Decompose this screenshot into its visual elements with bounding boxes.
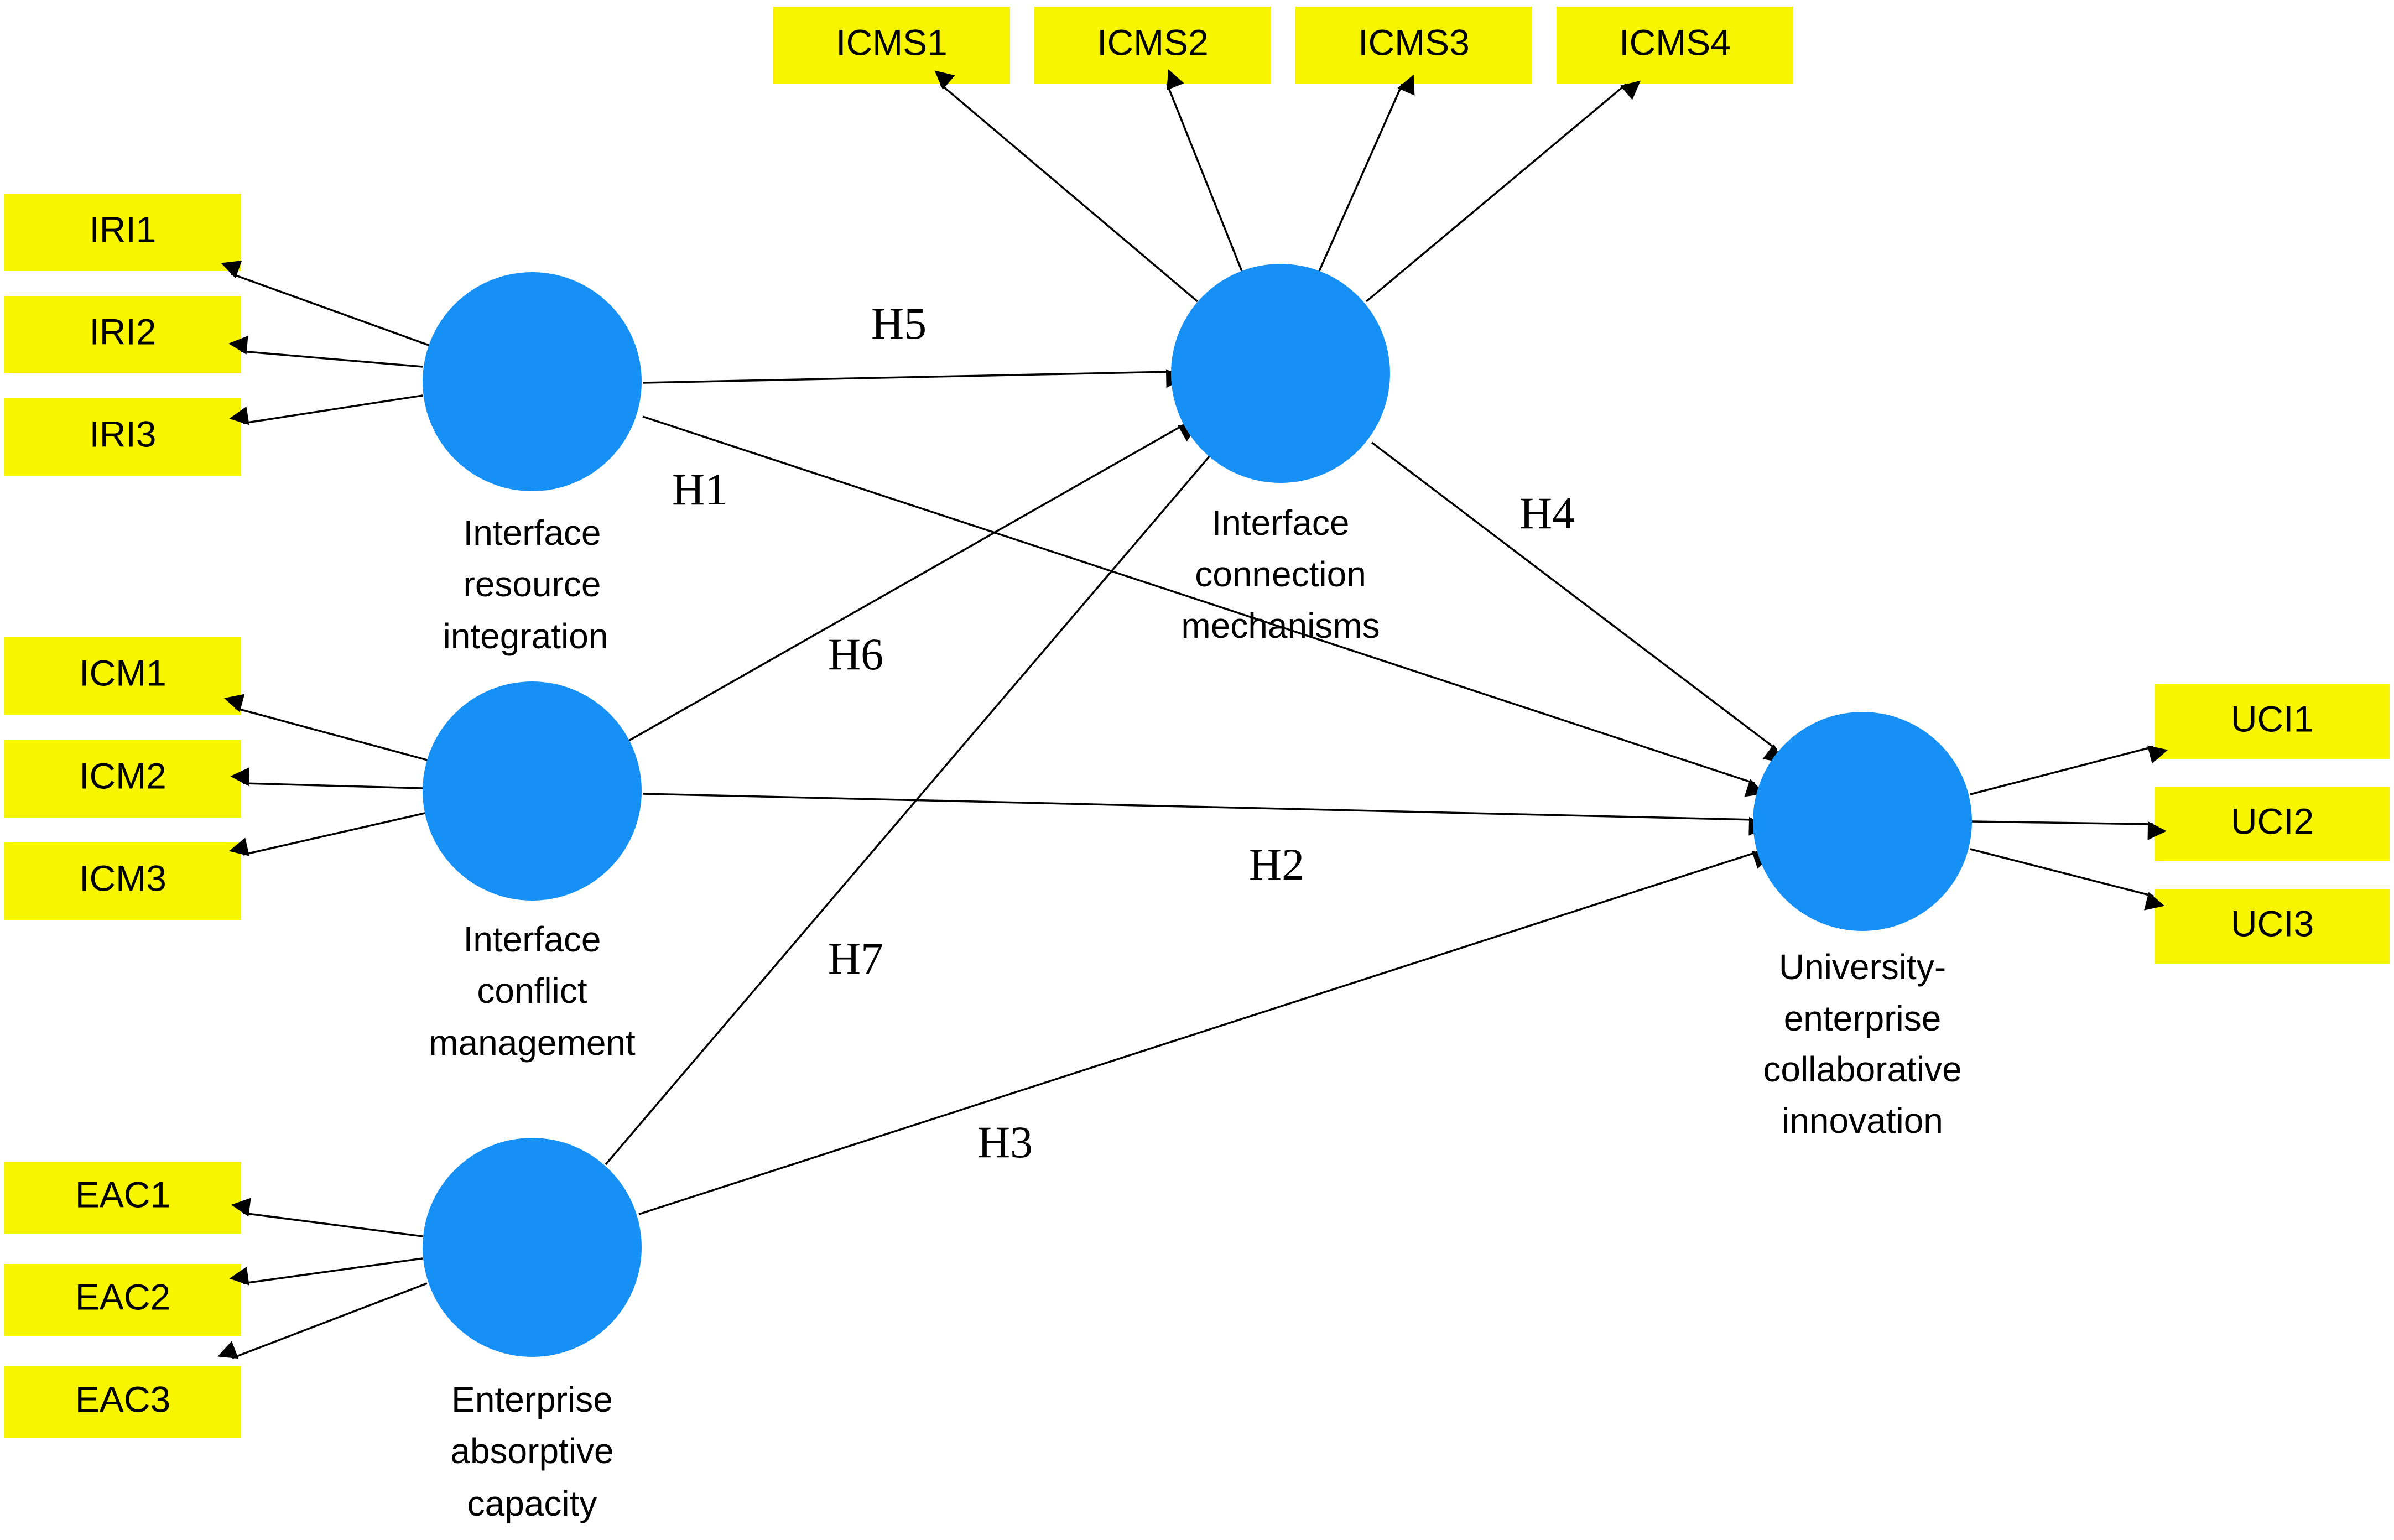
- construct-label-icm-line2: conflict: [477, 971, 587, 1011]
- indicator-label-iri2: IRI2: [89, 311, 156, 352]
- edge-h4: [1371, 441, 1783, 763]
- construct-label-icms-line2: connection: [1195, 554, 1366, 594]
- edge-eac-to-eac2: [229, 1257, 423, 1286]
- indicator-label-icms1: ICMS1: [836, 22, 948, 63]
- construct-label-eac-line2: absorptive: [450, 1431, 613, 1471]
- edge-h7: [605, 445, 1228, 1166]
- indicator-label-eac3: EAC3: [75, 1378, 170, 1419]
- edge-uci-to-uci3: [1970, 848, 2165, 911]
- indicator-box-iri3: [4, 398, 241, 476]
- indicator-label-icm2: ICM2: [79, 755, 166, 796]
- edge-uci-to-uci1: [1970, 745, 2168, 795]
- hypothesis-label-h3: H3: [977, 1117, 1033, 1167]
- construct-label-iri-line2: resource: [464, 564, 601, 604]
- indicator-box-iri2: [4, 296, 241, 373]
- edge-h1: [642, 415, 1766, 797]
- indicator-group-icm: ICM1 ICM2 ICM3: [4, 637, 241, 920]
- edge-uci-to-uci2: [1971, 820, 2167, 840]
- hypothesis-label-h1: H1: [672, 464, 727, 514]
- indicator-label-icm3: ICM3: [79, 857, 166, 898]
- indicator-box-icm2: [4, 740, 241, 818]
- hypothesis-labels: H1 H2 H3 H4 H5 H6 H7: [672, 298, 1575, 1167]
- indicator-group-iri: IRI1 IRI2 IRI3: [4, 194, 241, 476]
- hypothesis-label-h2: H2: [1249, 839, 1304, 889]
- construct-node-iri: [423, 272, 642, 491]
- hypothesis-label-h7: H7: [828, 933, 883, 984]
- indicator-box-uci3: [2155, 889, 2390, 964]
- construct-label-iri-line1: Interface: [463, 513, 601, 553]
- edge-icms-to-icms1: [934, 70, 1199, 303]
- construct-labels: Interface resource integration Interface…: [429, 503, 1961, 1523]
- edge-h3: [638, 851, 1773, 1215]
- measurement-edges: [217, 69, 2168, 1359]
- hypothesis-label-h4: H4: [1519, 488, 1575, 538]
- edge-icms-to-icms4: [1365, 80, 1641, 303]
- construct-label-uci-line1: University-: [1779, 947, 1946, 987]
- indicator-label-icms3: ICMS3: [1358, 22, 1470, 63]
- indicator-group-eac: EAC1 EAC2 EAC3: [4, 1162, 241, 1438]
- indicator-group-icms: ICMS1 ICMS2 ICMS3 ICMS4: [773, 7, 1793, 84]
- indicator-box-eac3: [4, 1366, 241, 1438]
- edge-h6: [627, 424, 1199, 742]
- indicator-box-uci2: [2155, 787, 2390, 861]
- indicator-label-eac1: EAC1: [75, 1174, 170, 1215]
- indicator-label-icms2: ICMS2: [1097, 22, 1209, 63]
- construct-label-icm-line1: Interface: [463, 919, 601, 959]
- indicator-label-icms4: ICMS4: [1619, 22, 1731, 63]
- indicator-label-iri3: IRI3: [89, 413, 156, 454]
- indicator-box-icm1: [4, 637, 241, 715]
- edge-iri-to-iri3: [229, 394, 423, 425]
- indicator-box-iri1: [4, 194, 241, 271]
- hypothesis-label-h5: H5: [871, 298, 927, 348]
- construct-node-icm: [423, 681, 642, 901]
- construct-label-uci-line3: collaborative: [1763, 1049, 1961, 1089]
- edge-icms-to-icms3: [1318, 74, 1415, 272]
- construct-label-eac-line3: capacity: [467, 1484, 597, 1523]
- indicator-box-uci1: [2155, 684, 2390, 759]
- construct-label-icms-line3: mechanisms: [1181, 606, 1380, 646]
- indicator-label-eac2: EAC2: [75, 1276, 170, 1317]
- indicator-box-icm3: [4, 842, 241, 920]
- construct-label-uci-line2: enterprise: [1784, 998, 1942, 1038]
- construct-node-icms: [1171, 264, 1390, 483]
- indicator-label-iri1: IRI1: [89, 209, 156, 249]
- edge-icm-to-icm2: [230, 767, 423, 789]
- indicator-box-icms1: [773, 7, 1010, 84]
- edge-icm-to-icm3: [228, 812, 425, 856]
- structural-edges: [605, 369, 1783, 1215]
- edge-eac-to-eac1: [231, 1198, 423, 1237]
- construct-label-uci-line4: innovation: [1782, 1101, 1943, 1141]
- indicator-box-icms2: [1034, 7, 1271, 84]
- hypothesis-label-h6: H6: [828, 629, 883, 679]
- edge-eac-to-eac3: [217, 1282, 428, 1359]
- construct-node-eac: [423, 1138, 642, 1357]
- indicator-label-uci1: UCI1: [2231, 698, 2314, 739]
- indicator-group-uci: UCI1 UCI2 UCI3: [2155, 684, 2390, 964]
- indicator-label-uci2: UCI2: [2231, 800, 2314, 841]
- edge-h5: [642, 369, 1185, 388]
- indicator-box-eac1: [4, 1162, 241, 1234]
- construct-label-icm-line3: management: [429, 1023, 636, 1063]
- indicator-label-icm1: ICM1: [79, 652, 166, 693]
- construct-label-icms-line1: Interface: [1211, 503, 1349, 543]
- edge-icms-to-icms2: [1166, 69, 1243, 272]
- edge-icm-to-icm1: [223, 694, 430, 762]
- edge-h2: [642, 793, 1768, 836]
- edge-iri-to-iri1: [221, 261, 431, 347]
- construct-node-uci: [1753, 712, 1972, 931]
- edge-iri-to-iri2: [228, 335, 423, 368]
- constructs: [423, 264, 1972, 1357]
- construct-label-eac-line1: Enterprise: [451, 1380, 613, 1419]
- indicator-box-eac2: [4, 1264, 241, 1336]
- construct-label-iri-line3: integration: [443, 616, 608, 656]
- indicator-label-uci3: UCI3: [2231, 903, 2314, 944]
- indicator-box-icms3: [1295, 7, 1532, 84]
- indicator-box-icms4: [1557, 7, 1793, 84]
